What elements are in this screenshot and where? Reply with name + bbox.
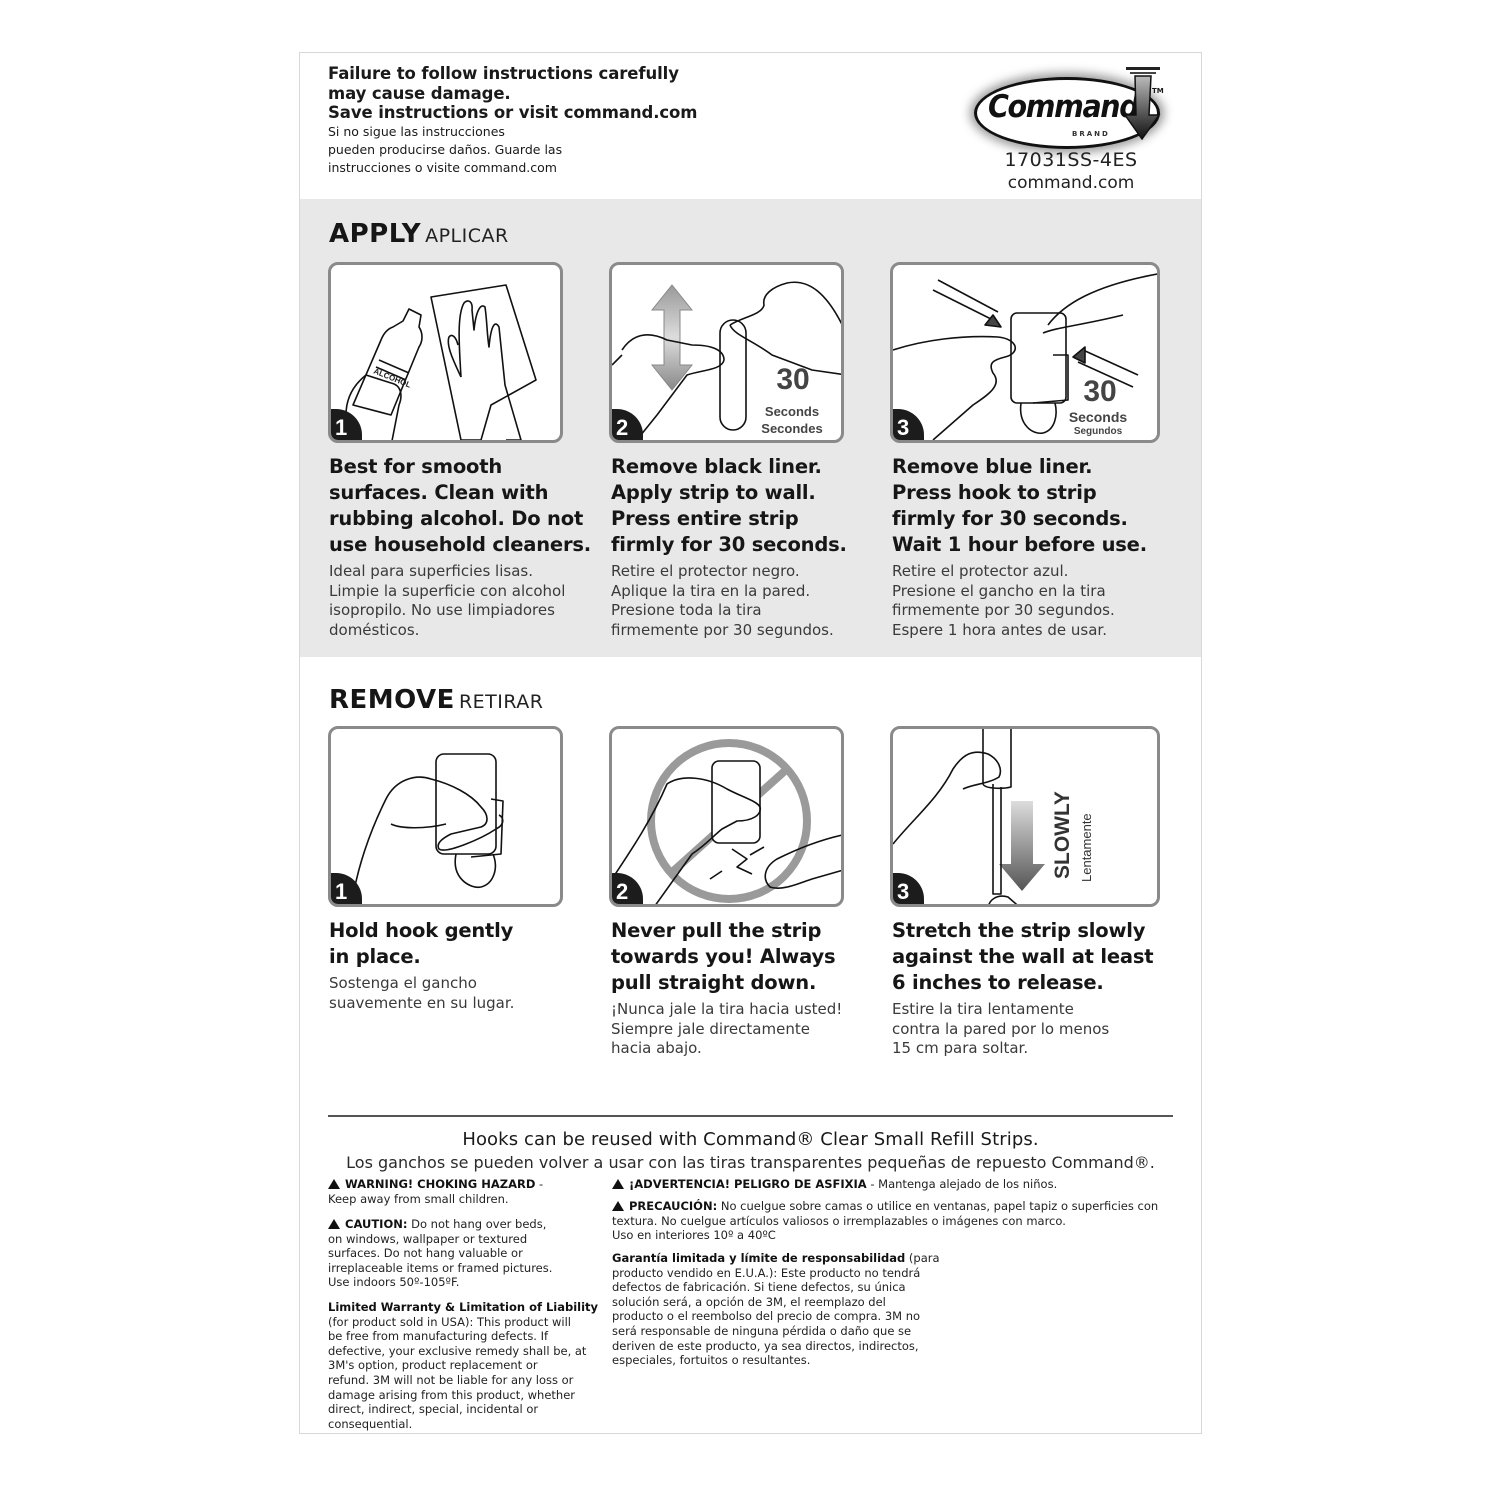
warranty-es: Garantía limitada y límite de responsabi… bbox=[612, 1251, 940, 1368]
section-title-es: RETIRAR bbox=[458, 691, 544, 713]
press-hook-to-strip-icon bbox=[893, 273, 1157, 440]
step-number-badge: 3 bbox=[893, 409, 924, 440]
caution-es: PRECAUCIÓN: No cuelgue sobre camas o uti… bbox=[612, 1199, 1159, 1243]
remove-step-2-text-es: ¡Nunca jale la tira hacia usted!Siempre … bbox=[611, 1000, 843, 1057]
svg-text:SLOWLY: SLOWLY bbox=[1051, 791, 1074, 879]
apply-step-2-illustration: 30 Seconds Secondes 2 bbox=[609, 262, 844, 443]
warning-triangle-icon bbox=[328, 1179, 340, 1189]
divider bbox=[328, 1115, 1173, 1117]
warning-triangle-icon bbox=[612, 1201, 624, 1211]
step-number-badge: 1 bbox=[331, 873, 362, 904]
hold-hook-icon bbox=[351, 753, 504, 904]
warning-triangle-icon bbox=[328, 1219, 340, 1229]
warning-line: pueden producirse daños. Guarde las bbox=[328, 142, 563, 157]
warning-english: Failure to follow instructions carefully… bbox=[328, 64, 748, 123]
warning-line: Si no sigue las instrucciones bbox=[328, 124, 505, 139]
clean-surface-alcohol-icon: ALCOHOL bbox=[345, 284, 537, 440]
choking-warning-es: ¡ADVERTENCIA! PELIGRO DE ASFIXIA - Mante… bbox=[612, 1177, 1172, 1192]
warning-line: instrucciones o visite command.com bbox=[328, 160, 557, 175]
warning-line: Failure to follow instructions carefully bbox=[328, 64, 679, 83]
remove-step-2-illustration: 2 bbox=[609, 726, 844, 907]
warning-spanish: Si no sigue las instrucciones pueden pro… bbox=[328, 123, 628, 177]
command-logo: Command BRAND TM bbox=[972, 63, 1172, 153]
logo-oval bbox=[974, 77, 1160, 149]
timer-label-alt: Segundos bbox=[1073, 426, 1123, 437]
header: Failure to follow instructions carefully… bbox=[300, 53, 1201, 199]
warning-line: Save instructions or visit command.com bbox=[328, 103, 698, 122]
instruction-sheet: Failure to follow instructions carefully… bbox=[299, 52, 1202, 1434]
timer-label: Seconds bbox=[1068, 409, 1128, 425]
logo-arrow-icon bbox=[1123, 67, 1161, 141]
logo-trademark: TM bbox=[1152, 87, 1164, 95]
logo-wordmark: Command bbox=[988, 89, 1140, 125]
apply-step-2-text-es: Retire el protector negro.Aplique la tir… bbox=[611, 562, 834, 639]
section-title-en: REMOVE bbox=[329, 685, 455, 715]
product-sku: 17031SS-4ES bbox=[1004, 149, 1138, 171]
section-title-en: APPLY bbox=[329, 219, 422, 249]
step-number-badge: 1 bbox=[331, 409, 362, 440]
svg-text:Lentamente: Lentamente bbox=[1079, 813, 1094, 882]
reuse-note-en: Hooks can be reused with Command® Clear … bbox=[462, 1129, 1039, 1150]
apply-step-1-text-es: Ideal para superficies lisas.Limpie la s… bbox=[329, 562, 566, 639]
caution-en: CAUTION: Do not hang over beds, on windo… bbox=[328, 1217, 553, 1290]
timer-label-alt: Secondes bbox=[761, 421, 823, 436]
apply-step-1-illustration: ALCOHOL 1 bbox=[328, 262, 563, 443]
timer-value: 30 bbox=[1083, 375, 1117, 408]
apply-strip-to-wall-icon bbox=[612, 281, 841, 440]
warranty-en: Limited Warranty & Limitation of Liabili… bbox=[328, 1300, 599, 1431]
choking-warning-en: WARNING! CHOKING HAZARD - Keep away from… bbox=[328, 1177, 544, 1206]
section-title-es: APLICAR bbox=[425, 225, 509, 247]
stretch-strip-down-icon: SLOWLY Lentamente bbox=[893, 729, 1094, 904]
do-not-pull-toward-you-icon bbox=[612, 739, 841, 904]
warning-line: may cause damage. bbox=[328, 83, 511, 103]
step-number-badge: 2 bbox=[612, 873, 643, 904]
timer-label: Seconds bbox=[764, 404, 820, 419]
website-link[interactable]: command.com bbox=[1007, 173, 1135, 193]
apply-step-3-text-es: Retire el protector azul.Presione el gan… bbox=[892, 562, 1115, 639]
logo-brand-text: BRAND bbox=[1072, 130, 1110, 138]
warning-triangle-icon bbox=[612, 1179, 624, 1189]
apply-step-2-text-en: Remove black liner.Apply strip to wall.P… bbox=[611, 455, 847, 556]
apply-step-3-illustration: 30 Seconds Segundos 3 bbox=[890, 262, 1160, 443]
remove-step-1-illustration: 1 bbox=[328, 726, 563, 907]
timer-value: 30 bbox=[776, 363, 810, 396]
reuse-note-es: Los ganchos se pueden volver a usar con … bbox=[346, 1153, 1155, 1172]
remove-step-3-illustration: SLOWLY Lentamente 3 bbox=[890, 726, 1160, 907]
